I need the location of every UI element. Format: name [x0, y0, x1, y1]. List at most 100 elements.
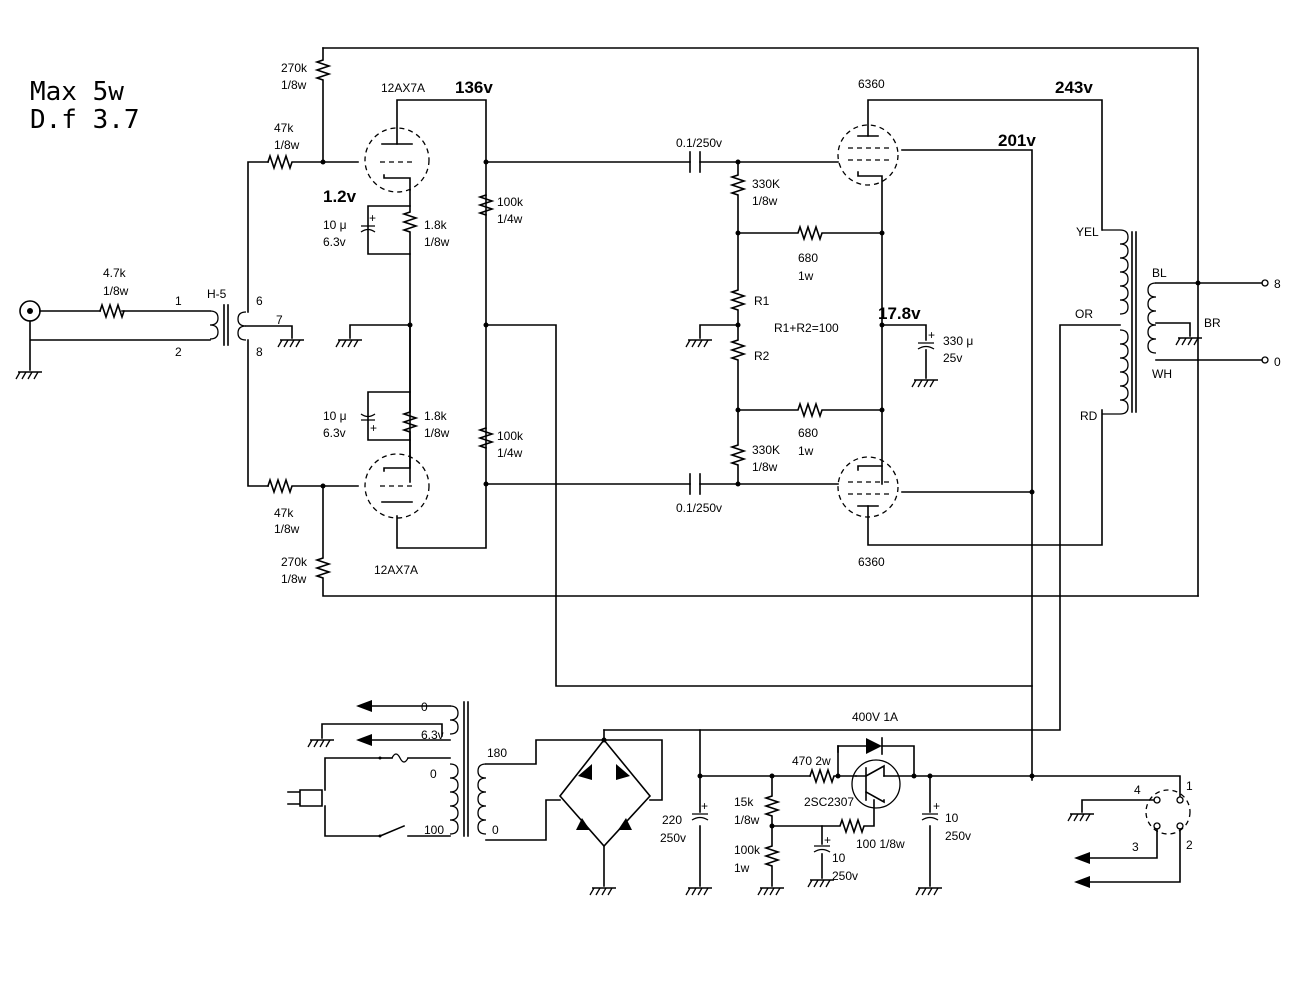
rg-bot-rating: 1/8w [752, 460, 778, 474]
r1-label: R1 [754, 294, 770, 308]
c-input-rating: 250v [660, 831, 686, 845]
output-tubes: 6360 243v 201v 6360 + 17.8v 330 μ 25v [837, 77, 1103, 781]
r-base-top-value: 15k [734, 795, 754, 809]
speaker-out-0: 0 [1274, 355, 1281, 369]
spec-damping-factor: D.f 3.7 [30, 105, 140, 135]
r-grid-bot-rating: 1/8w [274, 522, 300, 536]
r100-label: 100 1/8w [856, 837, 905, 851]
rl-top-value: 100k [497, 195, 524, 209]
connector-pin-4: 4 [1134, 783, 1141, 797]
r680-top-rating: 1w [798, 269, 814, 283]
power-plug-icon [287, 789, 323, 807]
rg-top-value: 330K [752, 177, 780, 191]
transistor-label: 2SC2307 [804, 795, 854, 809]
spec-max-power: Max 5w [30, 77, 124, 107]
r680-top-value: 680 [798, 251, 818, 265]
input-resistor-rating: 1/8w [103, 284, 129, 298]
stage1-top-circuit: 47k 1/8w 270k 1/8w 12AX7A 136v 1.2v + 10… [266, 47, 1199, 597]
grid-network: 330K 1/8w R1 R2 R1+R2=100 330K 1/8w 680 … [685, 159, 883, 487]
pin-6: 6 [256, 294, 263, 308]
ot-tap-rd: RD [1080, 409, 1098, 423]
ot-tap-or: OR [1075, 307, 1093, 321]
primary-tap-100: 100 [424, 823, 444, 837]
tube-label-12ax7-top: 12AX7A [381, 81, 425, 95]
r680-bot-rating: 1w [798, 444, 814, 458]
svg-text:+: + [701, 799, 708, 813]
primary-tap-0: 0 [430, 767, 437, 781]
input-resistor-value: 4.7k [103, 266, 127, 280]
rl-bot-value: 100k [497, 429, 524, 443]
c-mid-rating: 250v [832, 869, 858, 883]
r680-bot-value: 680 [798, 426, 818, 440]
pin-7: 7 [276, 313, 283, 327]
c-mid-value: 10 [832, 851, 846, 865]
voltage-243v: 243v [1055, 78, 1093, 97]
cap-bot-value: 10 μ [323, 409, 347, 423]
r-270k-top-value: 270k [281, 61, 308, 75]
svg-text:+: + [824, 833, 831, 847]
ot-tap-bl: BL [1152, 266, 1167, 280]
input-transformer: H-5 1 2 6 7 8 [175, 161, 305, 487]
ground-icon [15, 371, 43, 380]
c-input-value: 220 [662, 813, 682, 827]
pin-2: 2 [175, 345, 182, 359]
rk-top-rating: 1/8w [424, 235, 450, 249]
transistor-icon [851, 759, 901, 809]
r-base-bot-rating: 1w [734, 861, 750, 875]
rl-top-rating: 1/4w [497, 212, 523, 226]
connector-pin-1: 1 [1186, 779, 1193, 793]
secondary-tap-0: 0 [492, 823, 499, 837]
r2-label: R2 [754, 349, 770, 363]
svg-text:+: + [369, 211, 376, 225]
ot-tap-wh: WH [1152, 367, 1172, 381]
rk-bot-value: 1.8k [424, 409, 448, 423]
heater-tap-0: 0 [421, 700, 428, 714]
bridge-rectifier [558, 729, 652, 896]
cap-top-value: 10 μ [323, 218, 347, 232]
coupling-cap-top: 0.1/250v [676, 136, 722, 150]
svg-text:+: + [928, 328, 935, 342]
cap-bot-rating: 6.3v [323, 426, 346, 440]
r-base-top-rating: 1/8w [734, 813, 760, 827]
c-out-rating: 250v [945, 829, 971, 843]
regulator: + 220 250v 15k 1/8w 100k 1w + 10 250v 47… [603, 710, 1181, 896]
voltage-201v: 201v [998, 131, 1036, 150]
ot-tap-br: BR [1204, 316, 1221, 330]
fuse-icon [391, 753, 409, 763]
r470-label: 470 2w [792, 754, 831, 768]
c-out-value: 10 [945, 811, 959, 825]
cap-top-rating: 6.3v [323, 235, 346, 249]
input-transformer-label: H-5 [207, 287, 227, 301]
svg-text:+: + [370, 421, 377, 435]
ck-value: 330 μ [943, 334, 973, 348]
rg-bot-value: 330K [752, 443, 780, 457]
pin-1: 1 [175, 294, 182, 308]
input-jack [15, 300, 211, 380]
voltage-1.2v: 1.2v [323, 187, 357, 206]
r-grid-top-rating: 1/8w [274, 138, 300, 152]
power-connector: 4 1 3 2 [1067, 779, 1193, 888]
heater-tap-63: 6.3v [421, 728, 444, 742]
diode-rating: 400V 1A [852, 710, 898, 724]
power-transformer: 0 6.3v 0 100 180 0 [287, 700, 663, 841]
r1-r2-note: R1+R2=100 [774, 321, 839, 335]
r-270k-bot-rating: 1/8w [281, 572, 307, 586]
r-grid-bot-value: 47k [274, 506, 294, 520]
tube-label-6360-bottom: 6360 [858, 555, 885, 569]
secondary-tap-180: 180 [487, 746, 507, 760]
coupling-caps: 0.1/250v 0.1/250v [676, 136, 722, 515]
rl-bot-rating: 1/4w [497, 446, 523, 460]
speaker-out-8: 8 [1274, 277, 1281, 291]
r-grid-top-value: 47k [274, 121, 294, 135]
power-switch-icon [378, 824, 406, 838]
stage1-bottom-circuit: 47k 1/8w 270k 1/8w 12AX7A + 10 μ 6.3v 1.… [266, 324, 1199, 597]
connector-pin-3: 3 [1132, 840, 1139, 854]
tube-12ax7-top-icon [364, 127, 430, 193]
ck-rating: 25v [943, 351, 962, 365]
rk-top-value: 1.8k [424, 218, 448, 232]
voltage-17.8v: 17.8v [878, 304, 921, 323]
input-resistor: 4.7k 1/8w [98, 266, 129, 320]
rg-top-rating: 1/8w [752, 194, 778, 208]
